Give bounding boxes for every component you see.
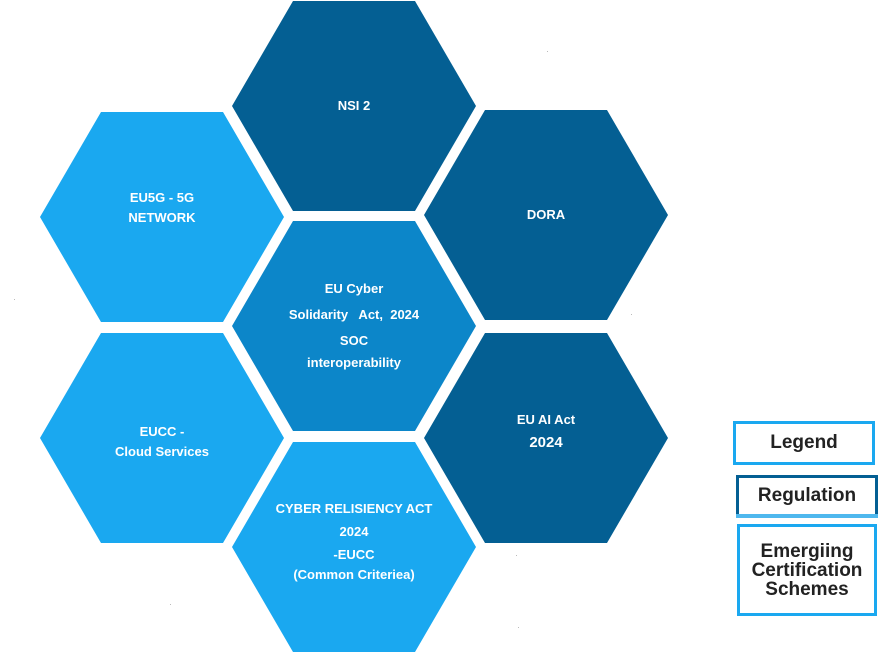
hexagon-cra-label-line1: CYBER RELISIENCY ACT <box>275 500 433 516</box>
hexagon-cra-label-line2: 2024 <box>339 523 369 539</box>
hexagon-eu-ai-act-label-line1: EU AI Act <box>516 411 576 427</box>
hexagon-eu5g: EU5G - 5G NETWORK <box>40 112 284 322</box>
legend-regulation-text: Regulation <box>757 485 857 506</box>
hexagon-eu5g-label-line2: NETWORK <box>128 210 196 225</box>
speck <box>547 51 548 52</box>
hexagon-dora: DORA <box>424 110 668 320</box>
hexagon-eucc-cloud-label-line1: EUCC - <box>139 423 185 439</box>
legend-regulation-underline <box>736 514 878 518</box>
hexagon-eu5g-label-line1: EU5G - 5G <box>129 189 195 205</box>
speck <box>518 627 519 628</box>
hexagon-nsi2-label: NSI 2 <box>337 97 371 113</box>
hexagon-center-label-line4: interoperability <box>307 355 401 371</box>
speck <box>14 299 15 300</box>
speck <box>170 604 171 605</box>
hexagon-eu-cyber-solidarity: EU Cyber Solidarity Act, 2024 SOC intero… <box>232 221 476 431</box>
hexagon-eucc-cloud-label-line2: Cloud Services <box>115 444 209 459</box>
legend-emerging-schemes: Emergiing Certification Schemes <box>737 524 877 616</box>
legend-title: Legend <box>733 421 875 465</box>
legend-emerging-text-line3: Schemes <box>765 578 849 600</box>
speck <box>516 555 517 556</box>
hexagon-center-label-line3: SOC <box>339 333 369 348</box>
legend-emerging-text-line1: Emergiing <box>760 540 854 562</box>
hexagon-nsi2: NSI 2 <box>232 1 476 211</box>
speck <box>631 314 632 315</box>
legend-title-text: Legend <box>770 432 838 453</box>
hexagon-center-label-line1: EU Cyber <box>324 280 384 296</box>
hexagon-dora-label: DORA <box>526 206 566 222</box>
legend-emerging-text-line2: Certification <box>751 559 863 581</box>
legend-regulation: Regulation <box>736 475 878 517</box>
hexagon-eu-ai-act-label-line2: 2024 <box>529 433 563 451</box>
hexagon-cra-label-line3: -EUCC <box>333 547 375 562</box>
hexagon-cyber-resilience-act: CYBER RELISIENCY ACT 2024 -EUCC (Common … <box>232 442 476 652</box>
hexagon-center-label-line2: Solidarity Act, 2024 <box>288 306 420 322</box>
hexagon-cra-label-line4: (Common Criteriea) <box>293 567 415 583</box>
hexagon-eucc-cloud: EUCC - Cloud Services <box>40 333 284 543</box>
hexagon-eu-ai-act: EU AI Act 2024 <box>424 333 668 543</box>
